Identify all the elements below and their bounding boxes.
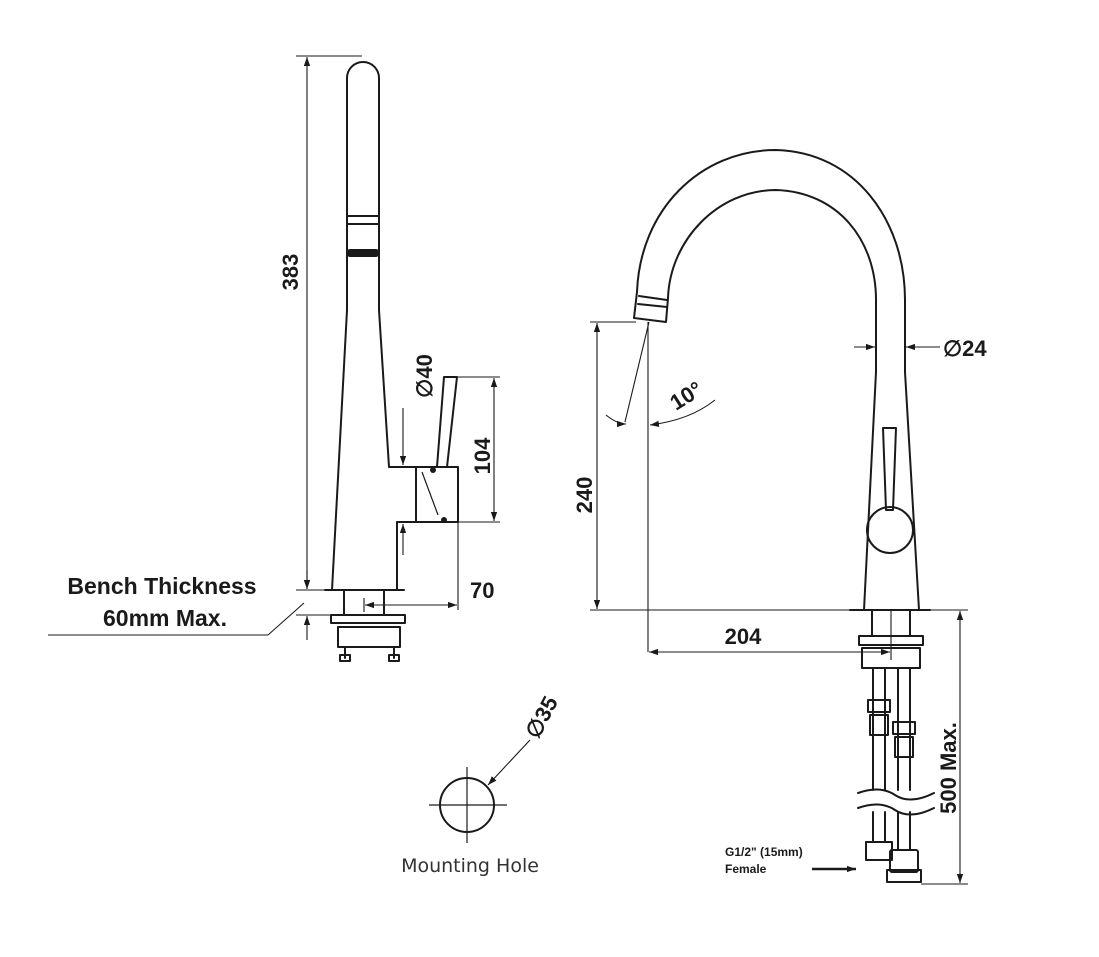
angle-arc-left xyxy=(605,414,627,428)
svg-text:∅40: ∅40 xyxy=(412,354,437,398)
dim-35-label: ∅35 xyxy=(520,692,563,742)
diameter-symbol: ∅ xyxy=(943,336,962,361)
front-break-line xyxy=(857,788,935,801)
bench-thickness-label-1: Bench Thickness xyxy=(67,573,256,599)
front-spout-ring xyxy=(638,295,668,301)
front-spout-inner xyxy=(667,189,877,373)
front-handle-hub xyxy=(866,506,914,554)
front-handle xyxy=(882,427,897,511)
mounting-hole: ∅35 Mounting Hole xyxy=(401,692,563,877)
angle-spray-line xyxy=(624,321,650,423)
svg-text:∅35: ∅35 xyxy=(520,692,563,742)
side-mount-stud-nut xyxy=(339,654,351,662)
fitting-label-1: G1/2" (15mm) xyxy=(725,845,803,859)
front-hose-right xyxy=(897,667,911,851)
dim-40-label: ∅40 xyxy=(412,354,437,398)
dim-24-value: 24 xyxy=(962,336,987,361)
front-hose-left xyxy=(872,667,886,843)
bench-thickness-label-2: 60mm Max. xyxy=(103,605,227,631)
front-break-line xyxy=(857,803,935,816)
dim-70-label: 70 xyxy=(470,578,494,603)
front-view: 10° 240 204 ∅24 500 Max. G1/2" (15mm) Fe… xyxy=(572,149,987,885)
side-handle-screw xyxy=(441,517,447,523)
side-handle-screw xyxy=(430,467,436,473)
front-body xyxy=(863,371,920,611)
front-hose-nut xyxy=(865,841,893,861)
front-spout-ring xyxy=(637,303,668,308)
bench-leader xyxy=(267,602,305,636)
dim-104-label: 104 xyxy=(470,437,495,474)
front-hose-fitting xyxy=(867,699,891,713)
front-spout-head xyxy=(633,291,669,323)
fitting-label-2: Female xyxy=(725,862,767,876)
side-mount-stud-nut xyxy=(388,654,400,662)
mounting-hole-leader xyxy=(487,739,531,786)
side-view: 383 ∅40 104 70 Bench Thickness 60mm Max. xyxy=(48,55,500,662)
front-spout-outer xyxy=(636,149,906,373)
dim-40-value: 40 xyxy=(412,354,437,378)
front-hose-fitting xyxy=(892,721,916,735)
dim-204-label: 204 xyxy=(725,624,762,649)
side-spout-tube xyxy=(346,61,380,311)
dim-500-label: 500 Max. xyxy=(936,722,961,814)
front-hose-nut-base xyxy=(886,869,922,883)
dim-383-label: 383 xyxy=(278,254,303,291)
front-hose-nut xyxy=(889,849,919,873)
angle-arc-right xyxy=(649,399,716,428)
front-hose-fitting xyxy=(894,736,914,758)
mounting-hole-label: Mounting Hole xyxy=(401,855,539,877)
dim-24-label: ∅24 xyxy=(943,336,987,361)
side-aerator-band xyxy=(347,249,379,257)
diameter-symbol: ∅ xyxy=(412,379,437,398)
side-mount-nut xyxy=(337,626,401,648)
side-handle-detail xyxy=(421,471,439,516)
side-handle-lever xyxy=(436,376,458,468)
dim-240-label: 240 xyxy=(572,477,597,514)
side-mount-plate xyxy=(330,614,406,624)
front-hose-fitting xyxy=(869,714,889,736)
